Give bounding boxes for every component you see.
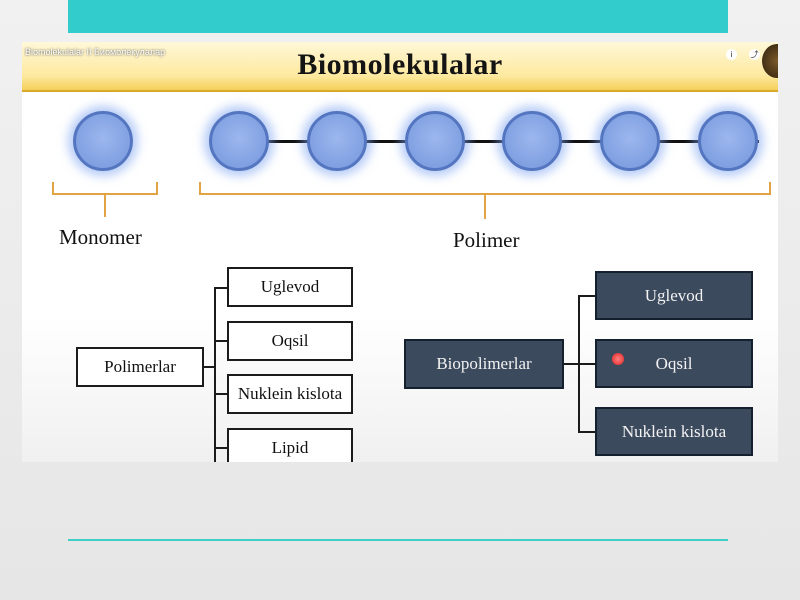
channel-logo[interactable] <box>762 44 778 78</box>
monomer-brace <box>52 182 54 195</box>
info-icon[interactable]: i <box>726 49 737 60</box>
bottom-line <box>68 539 728 541</box>
polimerlar-box: Polimerlar <box>76 347 204 387</box>
tree-connector <box>214 447 227 449</box>
polymer-circle <box>600 111 660 171</box>
tree-connector <box>204 366 216 368</box>
polymer-circle <box>405 111 465 171</box>
polymer-circle <box>209 111 269 171</box>
polimer-label: Polimer <box>453 228 520 252</box>
monomer-label: Monomer <box>59 225 142 249</box>
lipid-box: Lipid <box>227 428 353 462</box>
uglevod-box: Uglevod <box>227 267 353 307</box>
polymer-brace <box>199 182 201 195</box>
bio-nuklein-kislota-box: Nuklein kislota <box>595 407 753 456</box>
polymer-circle <box>307 111 367 171</box>
chain-bond <box>239 140 759 143</box>
top-band <box>68 0 728 33</box>
tree-connector <box>214 393 227 395</box>
monomer-brace <box>104 193 106 217</box>
monomer-circle <box>73 111 133 171</box>
polymer-circle <box>502 111 562 171</box>
biopolimerlar-box: Biopolimerlar <box>404 339 564 389</box>
slide-header: Biomolekulalar II Биомолекулалар Biomole… <box>22 42 778 92</box>
tree-connector <box>578 295 595 297</box>
polymer-brace <box>484 193 486 219</box>
tree-connector <box>214 287 216 462</box>
slide-title: Biomolekulalar <box>297 48 503 81</box>
tree-connector <box>564 363 580 365</box>
bio-uglevod-box: Uglevod <box>595 271 753 320</box>
pointer-dot <box>612 353 624 365</box>
oqsil-box: Oqsil <box>227 321 353 361</box>
polymer-circle <box>698 111 758 171</box>
video-title[interactable]: Biomolekulalar II Биомолекулалар <box>25 47 166 57</box>
tree-connector <box>578 431 595 433</box>
nuklein-kislota-box: Nuklein kislota <box>227 374 353 414</box>
share-icon[interactable]: ⤴ <box>749 49 760 60</box>
monomer-brace <box>156 182 158 195</box>
polymer-brace <box>769 182 771 195</box>
tree-connector <box>214 287 227 289</box>
video-frame[interactable]: Biomolekulalar II Биомолекулалар Biomole… <box>22 42 778 462</box>
tree-connector <box>578 363 595 365</box>
tree-connector <box>214 340 227 342</box>
